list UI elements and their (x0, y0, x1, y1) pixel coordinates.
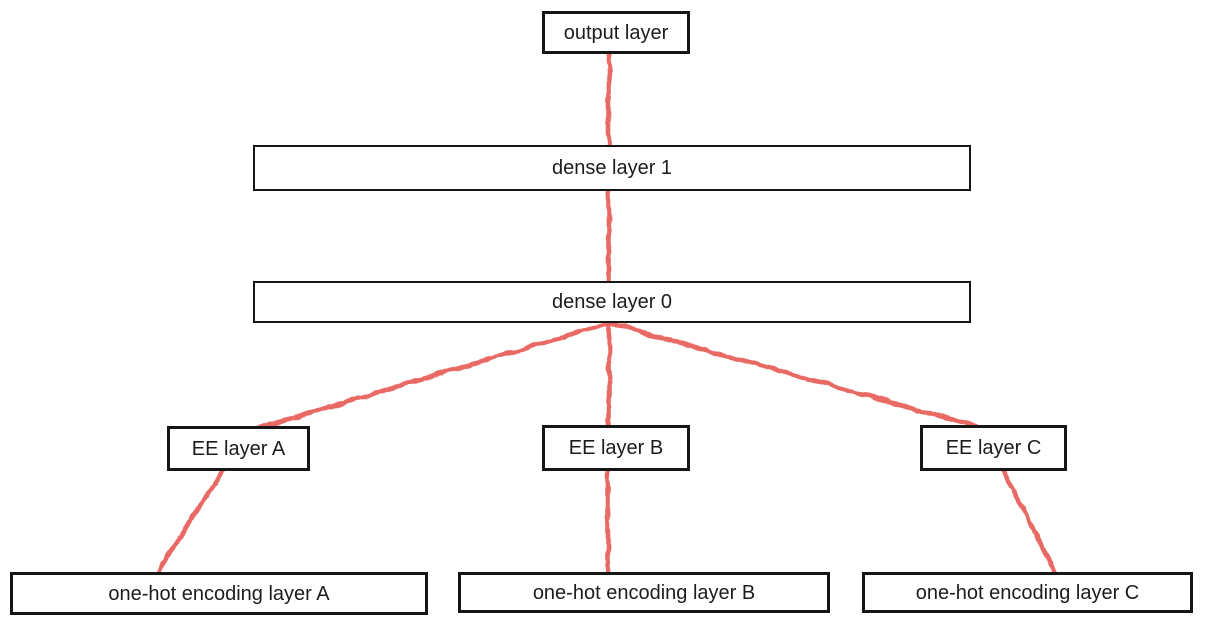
node-one-hot-encoding-layer-a: one-hot encoding layer A (10, 572, 428, 615)
node-dense-layer-0: dense layer 0 (253, 281, 971, 323)
edge-dense0-eeC (607, 320, 993, 433)
node-output-layer: output layer (542, 11, 690, 54)
edge-eeA-onehotA (152, 466, 227, 579)
edge-eeC-onehotC (1000, 466, 1060, 579)
node-ee-layer-b: EE layer B (542, 425, 690, 471)
node-dense-layer-1: dense layer 1 (253, 145, 971, 191)
node-one-hot-encoding-layer-b: one-hot encoding layer B (458, 572, 830, 613)
node-ee-layer-a: EE layer A (167, 426, 310, 471)
node-ee-layer-c: EE layer C (920, 425, 1067, 471)
edge-dense0-eeA (249, 320, 613, 433)
node-one-hot-encoding-layer-c: one-hot encoding layer C (862, 572, 1193, 613)
